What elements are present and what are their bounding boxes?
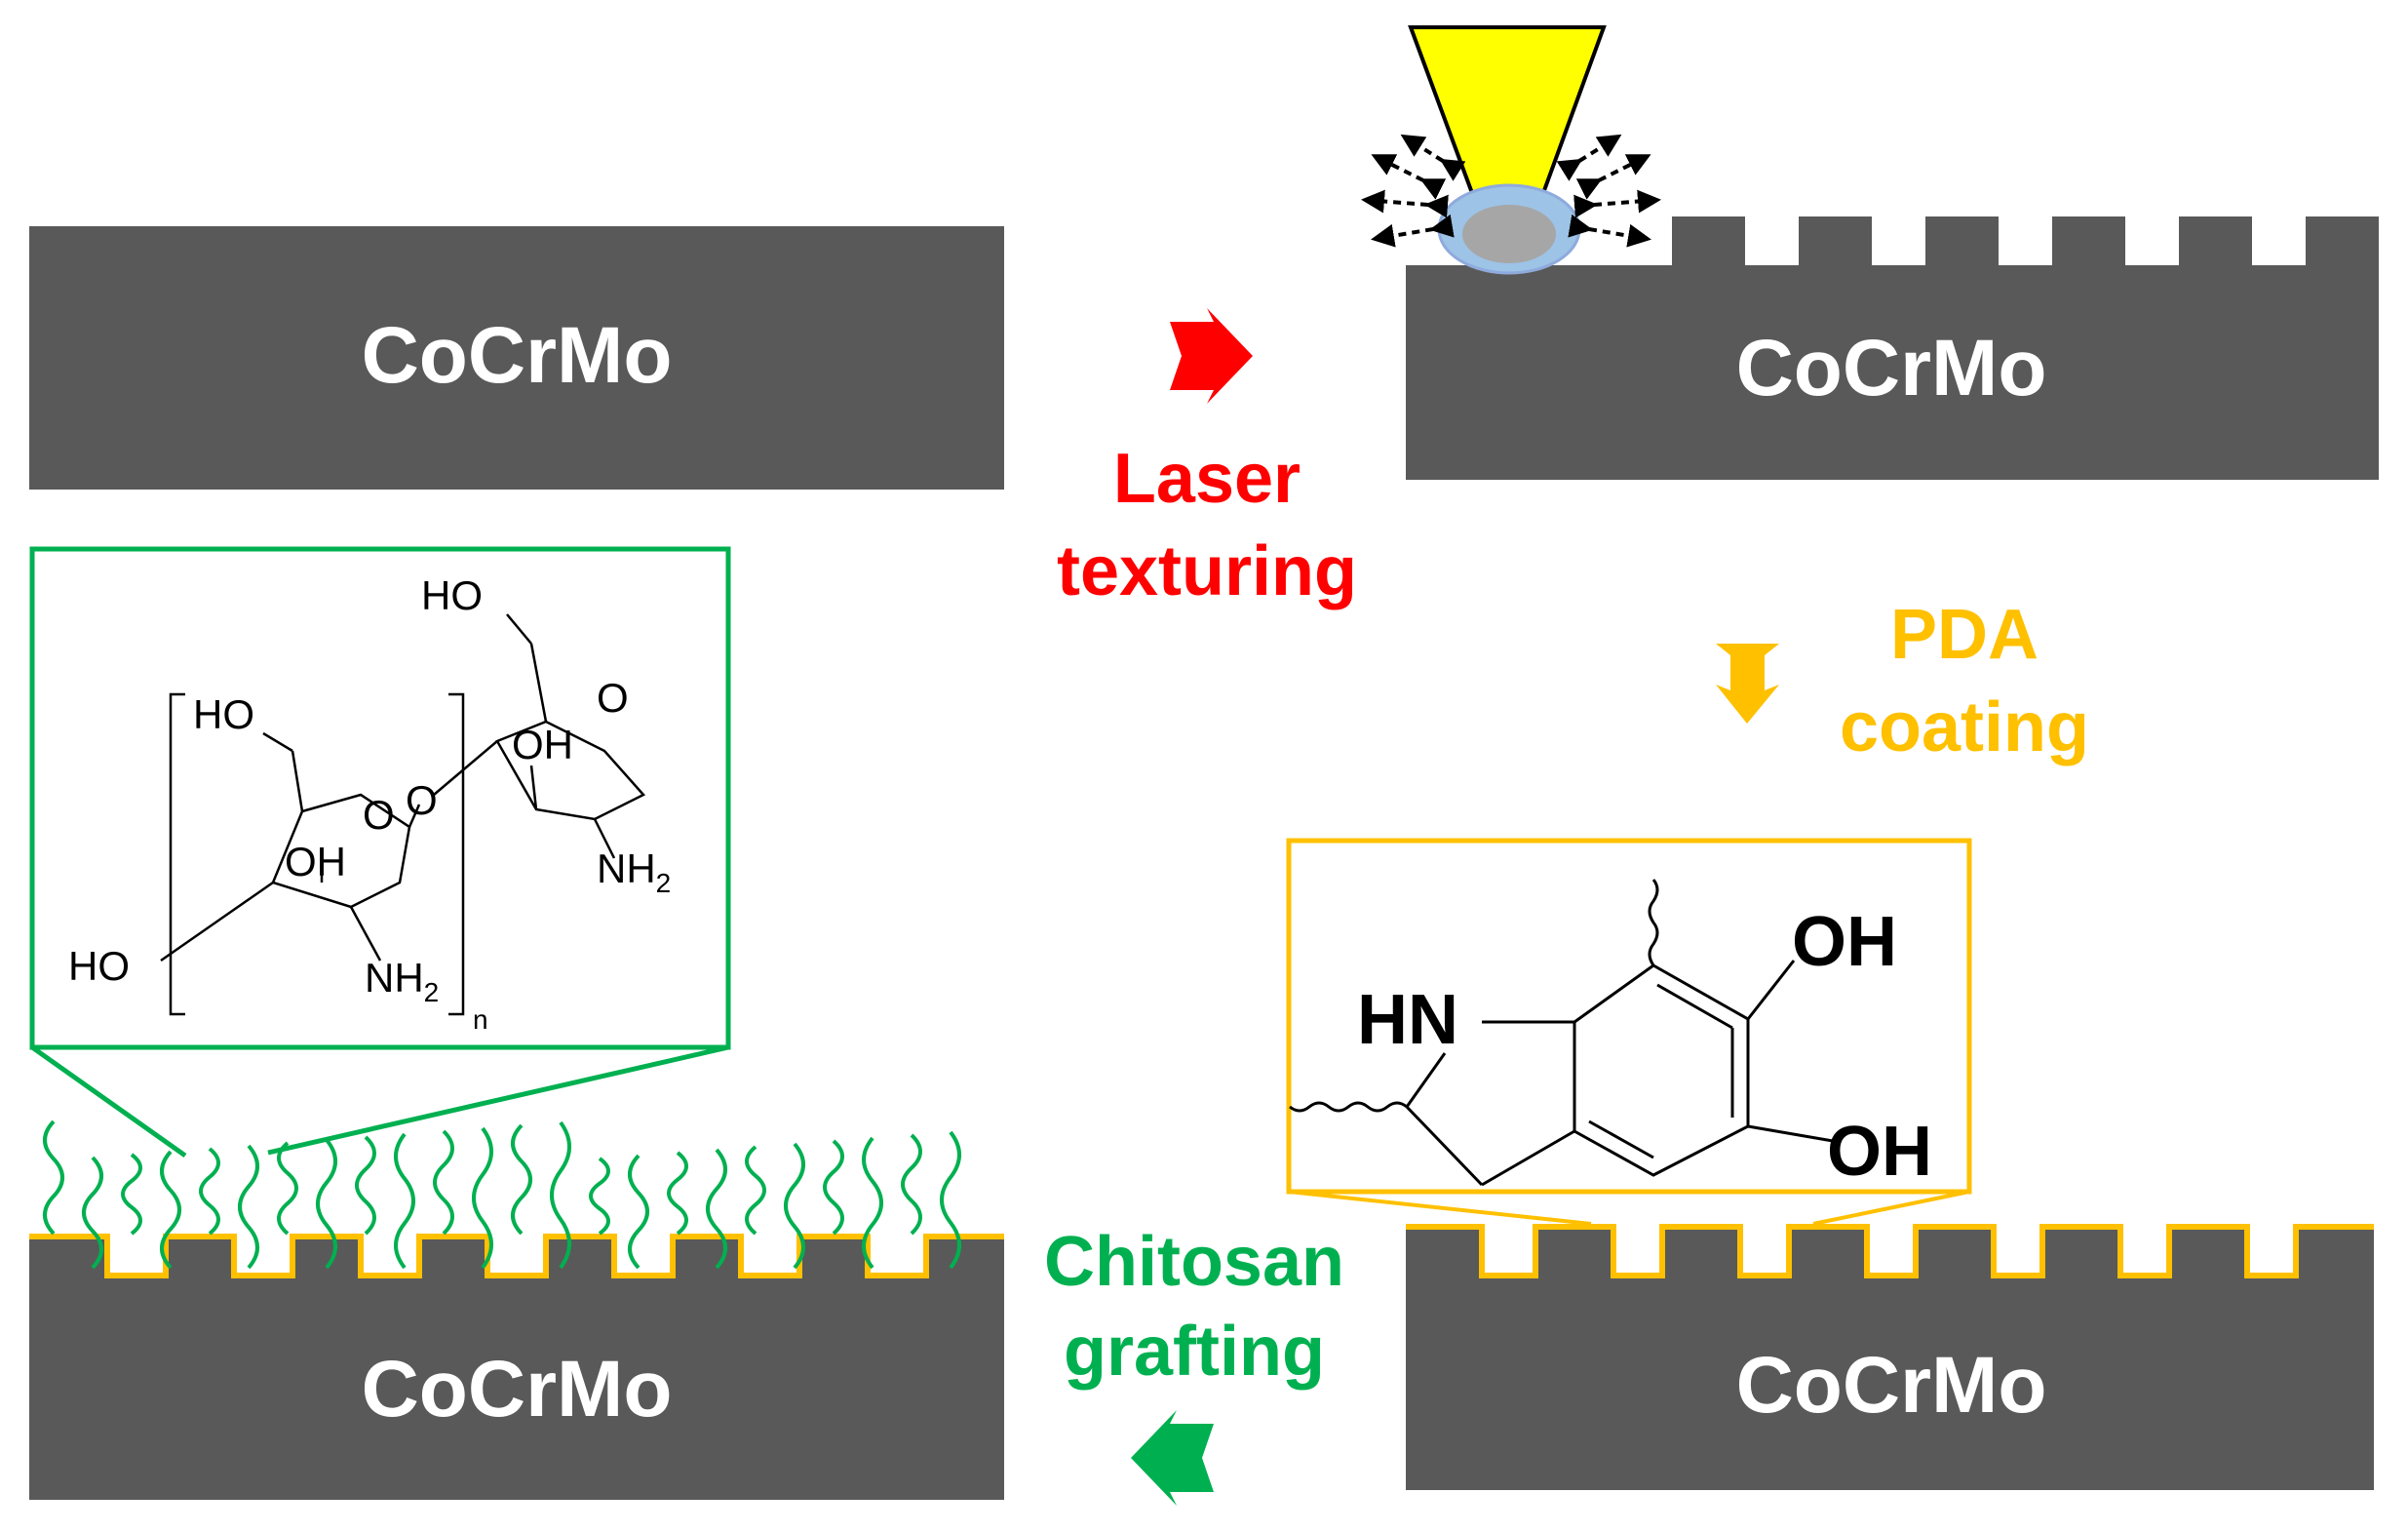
pda-zoom-lines [1288,1190,1970,1226]
chitosan-nh2-right: NH2 [597,845,671,898]
ejection-arrows-icon [1361,134,1661,248]
substrate-label: CoCrMo [362,1345,673,1434]
substrate-label: CoCrMo [362,311,673,400]
chitosan-inset-frame [29,546,731,1050]
arrow-down-icon [1716,644,1779,724]
chitosan-chain [589,1157,610,1236]
chitosan-chain [823,1139,844,1236]
chitosan-structure-inset: HO HO HO OH OH O O O NH2 NH2 n [29,546,731,1050]
chitosan-chain [706,1148,727,1270]
chitosan-step-line1: Chitosan [1044,1223,1344,1301]
chitosan-zoom-lines [30,1044,729,1159]
pda-step-line2: coating [1840,688,2089,766]
chitosan-nh2-left: NH2 [365,955,439,1007]
chitosan-chain [355,1135,376,1236]
chitosan-oh-left: OH [285,839,346,884]
pda-oh-bottom: OH [1827,1113,1932,1191]
chitosan-chain [316,1138,337,1270]
pda-structure-inset: OH OH HN [1286,838,1972,1195]
substrate-slab [29,226,1004,490]
chitosan-chain [238,1144,259,1270]
panel-laser-textured: CoCrMo [1361,25,2379,480]
chitosan-chain [433,1129,454,1236]
pda-hn: HN [1357,981,1458,1059]
step-chitosan-grafting: Chitosan grafting [1044,1223,1344,1506]
chitosan-chain [160,1150,181,1270]
chitosan-o-link: O [406,777,438,823]
chitosan-chain [667,1151,688,1236]
pda-inset-frame [1286,838,1972,1195]
panel-pda-coated: CoCrMo [1406,1224,2374,1490]
pda-coating-layer [29,1234,1004,1278]
chitosan-chain [511,1123,532,1236]
chitosan-chain [43,1120,64,1236]
melt-pool-icon [1462,205,1556,263]
arrow-left-icon [1131,1410,1214,1506]
pda-coating-layer [1406,1224,2374,1278]
chitosan-ho-left: HO [193,691,254,737]
chitosan-chain [745,1145,766,1236]
laser-step-line1: Laser [1113,440,1301,518]
arrow-right-icon [1170,308,1253,404]
chitosan-chain [628,1154,649,1270]
substrate-label: CoCrMo [1736,1341,2047,1430]
chitosan-chain [199,1147,220,1236]
step-laser-texturing: Laser texturing [1057,308,1357,610]
pda-molecule [1289,879,1834,1187]
pda-coated-substrate-slab [1406,1227,2374,1490]
substrate-label: CoCrMo [1736,324,2047,412]
chitosan-chain [82,1156,103,1270]
chitosan-chain [901,1133,922,1236]
laser-beam-icon [1408,25,1607,195]
laser-step-line2: texturing [1057,532,1357,610]
panel-chitosan-grafted: CoCrMo [29,1120,1004,1500]
panel-plain-substrate: CoCrMo [29,226,1004,490]
chitosan-chain [784,1142,805,1270]
chitosan-step-line2: grafting [1064,1313,1325,1391]
chitosan-molecule [160,613,646,1016]
pda-step-line1: PDA [1890,596,2039,674]
chitosan-chains-icon [43,1120,961,1270]
chitosan-ho-top: HO [421,572,483,618]
step-pda-coating: PDA coating [1716,596,2089,766]
chitosan-repeat-n: n [473,1004,488,1035]
chitosan-o-ring-right: O [597,675,629,721]
chitosan-o-ring-left: O [363,792,395,838]
chitosan-oh-right: OH [512,722,573,767]
pda-oh-top: OH [1792,903,1897,981]
chitosan-chain [121,1153,142,1236]
grafted-substrate-slab [29,1237,1004,1500]
chitosan-chain [940,1130,961,1270]
textured-substrate-slab [1406,216,2379,480]
chitosan-chain [550,1120,571,1270]
chitosan-chain [394,1132,415,1270]
chitosan-chain [862,1136,883,1270]
chitosan-chain [277,1141,298,1236]
chitosan-ho-bottom: HO [68,943,130,989]
chitosan-chain [472,1126,493,1270]
